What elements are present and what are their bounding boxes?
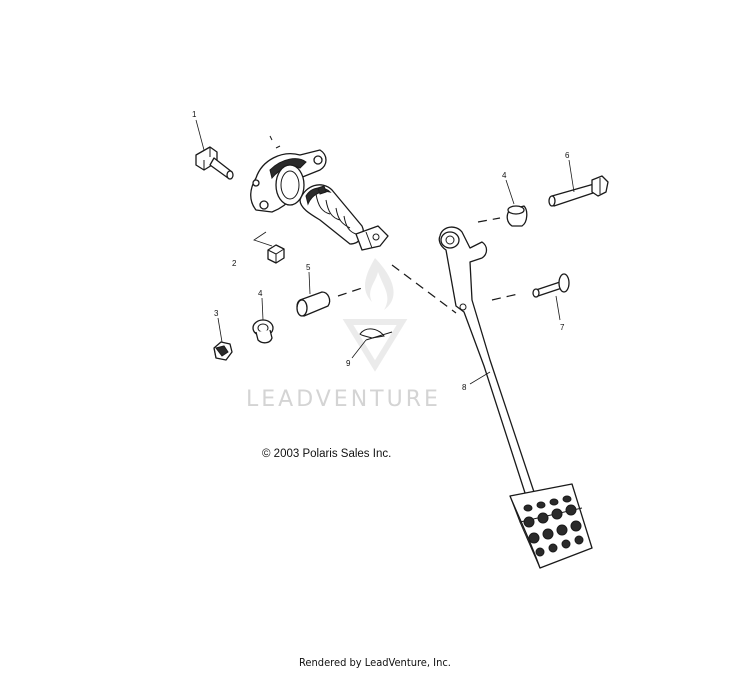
- part-9-cotter-pin: [359, 328, 393, 341]
- callout-2: 2: [232, 259, 237, 268]
- leader-1: [195, 119, 205, 151]
- callout-8: 8: [462, 383, 467, 392]
- pedal-pad-holes: [523, 495, 584, 557]
- leader-5: [308, 271, 311, 295]
- part-5-sleeve: [296, 291, 331, 317]
- part-8-brake-pedal: [438, 226, 593, 569]
- leader-4-left: [261, 297, 264, 321]
- part-7-clevis-pin: [532, 273, 570, 298]
- part-2-nut: [253, 231, 285, 264]
- leader-9: [351, 339, 367, 359]
- part-1-bolt: [195, 146, 234, 180]
- leader-6: [568, 159, 575, 193]
- callout-1: 1: [192, 110, 197, 119]
- watermark-text: LEADVENTURE: [246, 387, 441, 412]
- callout-4-left: 4: [258, 289, 263, 298]
- leader-7: [555, 295, 561, 321]
- part-6-bolt: [548, 175, 609, 207]
- leader-8: [469, 371, 491, 385]
- pivot-axis-line: [477, 217, 501, 223]
- pin-axis-line: [491, 293, 519, 301]
- assembly-centerline: [391, 264, 457, 314]
- part-4-bushing-left: [252, 319, 274, 344]
- callout-6: 6: [565, 151, 570, 160]
- leader-3: [217, 317, 223, 343]
- callout-3: 3: [214, 309, 219, 318]
- leader-4-right: [505, 179, 515, 205]
- callout-7: 7: [560, 323, 565, 332]
- watermark-logo: [342, 258, 408, 372]
- copyright-notice: © 2003 Polaris Sales Inc.: [262, 448, 392, 460]
- part-3-locknut: [213, 341, 233, 361]
- part-4-bushing-right: [506, 205, 528, 227]
- footer-credit: Rendered by LeadVenture, Inc.: [299, 656, 451, 669]
- callout-4-right: 4: [502, 171, 507, 180]
- callout-5: 5: [306, 263, 311, 272]
- callout-9: 9: [346, 359, 351, 368]
- cylinder-assembly: [250, 135, 389, 251]
- bushing-axis-line: [337, 287, 363, 297]
